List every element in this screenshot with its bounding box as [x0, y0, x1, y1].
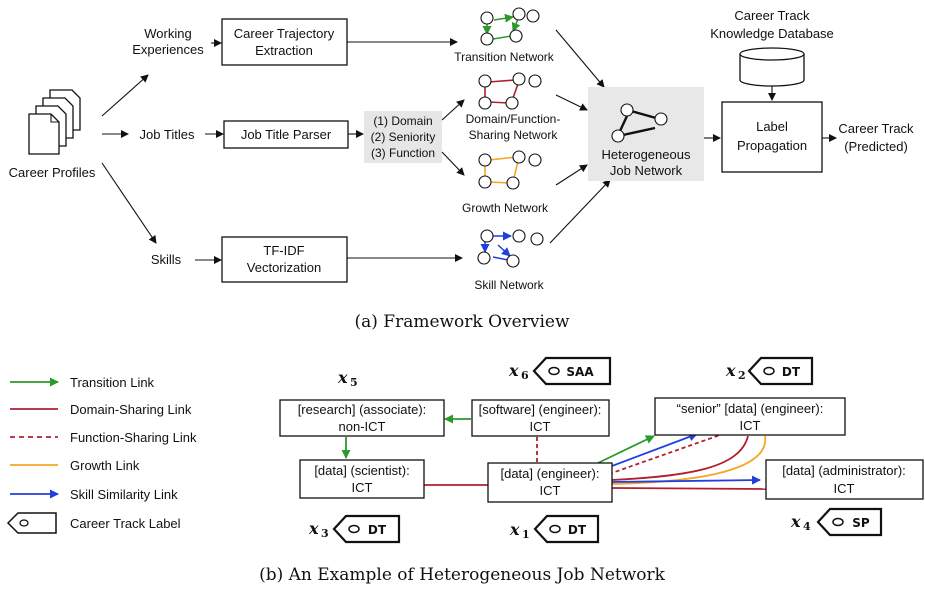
job-x3-line1: [data] (scientist):	[314, 463, 409, 478]
domain-function-network-graph	[478, 72, 542, 110]
job-x4-line1: [data] (administrator):	[782, 463, 906, 478]
svg-text:TF-IDF: TF-IDF	[263, 243, 304, 258]
job-box-x3	[299, 459, 425, 499]
job-box-x1	[487, 462, 613, 503]
domain-function-network-label-1: Domain/Function-	[466, 112, 561, 126]
database-label-2: Knowledge Database	[710, 26, 834, 41]
job-titles-label: Job Titles	[140, 127, 195, 142]
career-track-tag-x4: SP	[816, 507, 883, 537]
svg-text:x: x	[790, 512, 801, 531]
svg-text:Propagation: Propagation	[737, 138, 807, 153]
arrow-profiles-to-experiences	[101, 74, 149, 117]
svg-text:DT: DT	[782, 365, 801, 379]
skills-label: Skills	[151, 252, 182, 267]
career-profiles-label: Career Profiles	[9, 165, 96, 180]
svg-text:5: 5	[350, 376, 358, 389]
job-x1-line2: ICT	[540, 483, 561, 498]
svg-text:x: x	[509, 520, 520, 539]
svg-text:x: x	[508, 361, 519, 380]
job-x1-line1: [data] (engineer):	[500, 466, 599, 481]
database-label-1: Career Track	[734, 8, 810, 23]
svg-text:(3) Function: (3) Function	[371, 146, 435, 160]
svg-text:Vectorization: Vectorization	[247, 260, 321, 275]
legend: Transition Link Domain-Sharing Link Func…	[6, 375, 197, 534]
heterogeneous-network-box	[588, 87, 704, 181]
career-track-tag-x2: DT	[747, 356, 814, 386]
legend-domain-label: Domain-Sharing Link	[70, 402, 192, 417]
job-x6-line2: ICT	[530, 419, 551, 434]
svg-text:DT: DT	[368, 523, 387, 537]
working-experiences-label-2: Experiences	[132, 42, 204, 57]
working-experiences-label-1: Working	[144, 26, 191, 41]
legend-tag-label: Career Track Label	[70, 516, 181, 531]
document-stack-icon	[28, 89, 81, 155]
career-track-tag-x3: DT	[332, 514, 401, 544]
svg-text:6: 6	[521, 369, 529, 382]
job-title-parser-box	[223, 120, 349, 149]
svg-text:1: 1	[522, 528, 530, 541]
growth-network-label: Growth Network	[462, 201, 549, 215]
job-box-x2	[654, 397, 846, 436]
job-box-x4	[765, 459, 924, 500]
output-label-2: (Predicted)	[844, 139, 908, 154]
svg-text:Extraction: Extraction	[255, 43, 313, 58]
legend-skill-label: Skill Similarity Link	[70, 487, 178, 502]
job-x5-line1: [research] (associate):	[298, 402, 427, 417]
skill-network-label: Skill Network	[474, 278, 544, 292]
job-box-x6	[471, 399, 610, 437]
svg-text:4: 4	[803, 520, 811, 533]
heterogeneous-network-label-1: Heterogeneous	[602, 147, 691, 162]
parser-output-box	[364, 111, 442, 163]
svg-text:(2) Seniority: (2) Seniority	[371, 130, 436, 144]
job-x3-line2: ICT	[352, 480, 373, 495]
job-x4-line2: ICT	[834, 481, 855, 496]
job-x5-line2: non-ICT	[339, 419, 386, 434]
transition-network-graph	[480, 7, 540, 46]
svg-text:(1) Domain: (1) Domain	[373, 114, 432, 128]
output-label-1: Career Track	[838, 121, 914, 136]
label-propagation-box	[721, 101, 823, 173]
legend-growth-label: Growth Link	[70, 458, 140, 473]
legend-tag-icon	[6, 512, 57, 534]
domain-function-network-label-2: Sharing Network	[469, 128, 559, 142]
svg-text:SP: SP	[852, 516, 870, 530]
legend-transition-label: Transition Link	[70, 375, 155, 390]
arrow-profiles-to-skills	[101, 162, 157, 244]
svg-text:x: x	[308, 519, 319, 538]
career-track-tag-x6: SAA	[532, 356, 612, 386]
svg-text:2: 2	[738, 369, 746, 382]
job-box-x5	[279, 399, 445, 437]
transition-network-label: Transition Network	[454, 50, 555, 64]
database-icon	[739, 47, 805, 87]
heterogeneous-network-label-2: Job Network	[610, 163, 683, 178]
job-x2-line2: ICT	[740, 418, 761, 433]
career-track-tag-x1: DT	[533, 514, 600, 544]
svg-text:3: 3	[321, 527, 329, 540]
legend-function-label: Function-Sharing Link	[70, 430, 197, 445]
svg-text:x: x	[337, 368, 348, 387]
svg-text:Career Trajectory: Career Trajectory	[234, 26, 335, 41]
example-edges	[341, 414, 767, 490]
caption-a: (a) Framework Overview	[354, 312, 569, 332]
job-x6-line1: [software] (engineer):	[479, 402, 602, 417]
growth-network-graph	[478, 150, 542, 190]
tfidf-vectorization-box	[221, 236, 348, 283]
caption-b: (b) An Example of Heterogeneous Job Netw…	[259, 565, 666, 585]
svg-text:Job Title Parser: Job Title Parser	[241, 127, 332, 142]
skill-network-graph	[477, 229, 544, 268]
job-x2-line1: “senior” [data] (engineer):	[677, 401, 824, 416]
svg-text:SAA: SAA	[566, 365, 594, 379]
svg-text:DT: DT	[568, 523, 587, 537]
heterogeneous-network-graph	[611, 103, 668, 143]
svg-text:x: x	[725, 361, 736, 380]
career-trajectory-extraction-box	[221, 18, 348, 66]
svg-text:Label: Label	[756, 119, 788, 134]
